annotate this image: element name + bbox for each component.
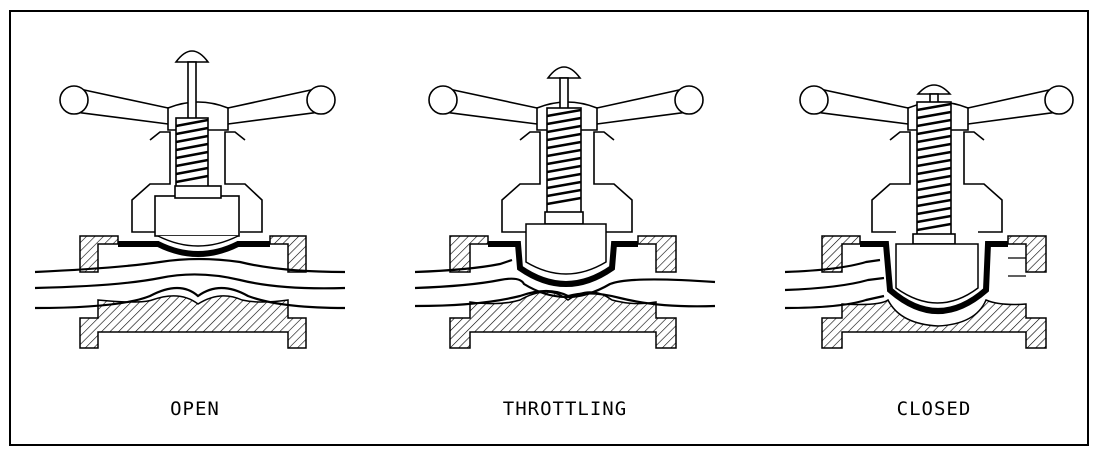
body-throttling [449, 223, 677, 349]
valve-open [34, 50, 346, 349]
stem-open [174, 50, 210, 191]
bonnet-open [131, 131, 263, 237]
label-closed: CLOSED [896, 398, 972, 420]
bonnet-throttling [501, 131, 633, 233]
valve-closed [784, 84, 1074, 349]
flow-lines-closed [784, 258, 885, 310]
flow-lines-open [34, 257, 346, 310]
label-open: OPEN [170, 398, 220, 420]
body-open [79, 235, 307, 349]
valve-throttling [414, 66, 716, 349]
stem-throttling [546, 66, 582, 217]
flow-lines-throttling [414, 258, 716, 308]
stem-closed [916, 84, 952, 239]
body-closed [821, 235, 1047, 349]
handwheel-open [59, 85, 336, 131]
label-throttling: THROTTLING [502, 398, 628, 420]
